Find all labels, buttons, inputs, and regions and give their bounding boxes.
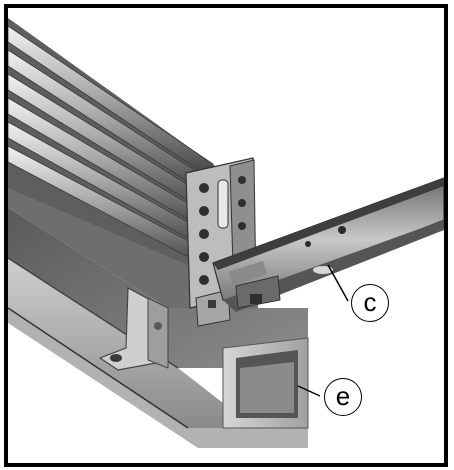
mounting-foot [98,287,169,371]
callout-e-leader [297,385,321,397]
illustration-frame: c e [4,4,448,467]
callout-c: c [351,284,389,322]
callout-c-leader [327,264,349,302]
callout-c-label: c [363,287,377,317]
heating-tube-bundle [8,18,257,327]
heater-assembly-photo [8,18,444,448]
callout-e-label: e [335,381,351,411]
callout-e: e [324,378,362,416]
mounting-rail [212,177,444,312]
